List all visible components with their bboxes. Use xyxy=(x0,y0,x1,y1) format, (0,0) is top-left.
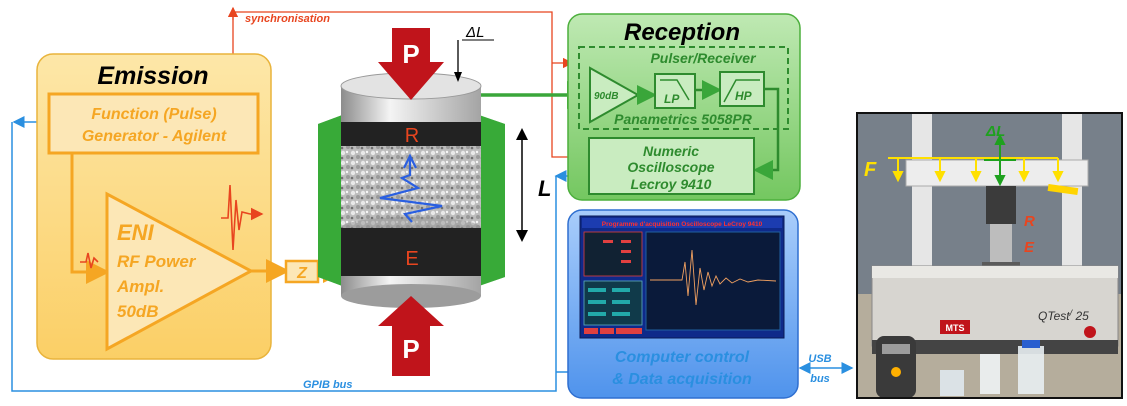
mts-logo xyxy=(940,320,970,334)
impedance-label: Z xyxy=(296,265,308,282)
oscilloscope-box xyxy=(588,137,755,195)
pulser-receiver-label: Pulser/Receiver xyxy=(650,50,757,66)
pulse-large-icon xyxy=(221,184,251,251)
amp-line-4: 50dB xyxy=(117,302,159,321)
acquisition-screen: Programme d'acquisition Oscilloscope LeC… xyxy=(579,215,785,339)
gpib-bus-label: GPIB bus xyxy=(303,379,353,391)
test-machine-photo: MTS QTest/ 25 F ΔL xyxy=(856,112,1123,399)
pulse-generator-label-2: Generator - Agilent xyxy=(82,128,227,145)
emitter-label: E xyxy=(405,248,418,270)
computer-label-1: Computer control xyxy=(615,349,750,366)
amp-line-3: Ampl. xyxy=(116,277,164,296)
reception-title: Reception xyxy=(624,19,740,46)
amp-name: ENI xyxy=(117,220,155,245)
amp-line-2: RF Power xyxy=(117,252,197,271)
gain-triangle xyxy=(589,66,641,124)
photo-force-label: F xyxy=(864,159,877,181)
photo-emitter-label: E xyxy=(1024,239,1035,256)
lp-label: LP xyxy=(664,92,680,106)
pulser-receiver-group xyxy=(578,46,789,130)
hp-label: HP xyxy=(735,89,753,103)
oscilloscope-line-1: Numeric xyxy=(643,143,699,159)
emission-title: Emission xyxy=(97,62,208,90)
receiver-label: R xyxy=(405,125,419,147)
displacement-label: ΔL xyxy=(465,24,484,41)
pulse-generator-label: Function (Pulse) xyxy=(91,106,216,123)
panametrics-label: Panametrics 5058PR xyxy=(614,111,753,127)
pulse-small-icon xyxy=(80,252,99,269)
load-top-label: P xyxy=(402,39,419,69)
photo-displacement-label: ΔL xyxy=(985,123,1005,140)
oscilloscope-line-2: Oscilloscope xyxy=(627,159,714,175)
computer-label-2: & Data acquisition xyxy=(612,371,752,388)
photo-receiver-label: R xyxy=(1024,213,1035,230)
mts-brand: MTS xyxy=(946,323,965,333)
usb-label-2: bus xyxy=(810,373,830,385)
pulse-generator-box xyxy=(47,92,260,155)
screen-title: Programme d'acquisition Oscilloscope LeC… xyxy=(602,221,763,228)
amplifier-triangle xyxy=(105,191,255,352)
load-bottom-label: P xyxy=(402,334,419,364)
gain-label: 90dB xyxy=(594,91,618,102)
qtest-model: QTest/ 25 xyxy=(1038,308,1089,323)
load-arrow-bottom xyxy=(378,296,444,376)
hp-filter-box xyxy=(719,71,765,107)
specimen xyxy=(318,72,505,308)
sync-label: synchronisation xyxy=(245,13,330,25)
oscilloscope-line-3: Lecroy 9410 xyxy=(631,176,712,192)
usb-label-1: USB xyxy=(808,353,831,365)
load-arrow-top xyxy=(378,28,444,100)
length-label: L xyxy=(538,176,551,201)
